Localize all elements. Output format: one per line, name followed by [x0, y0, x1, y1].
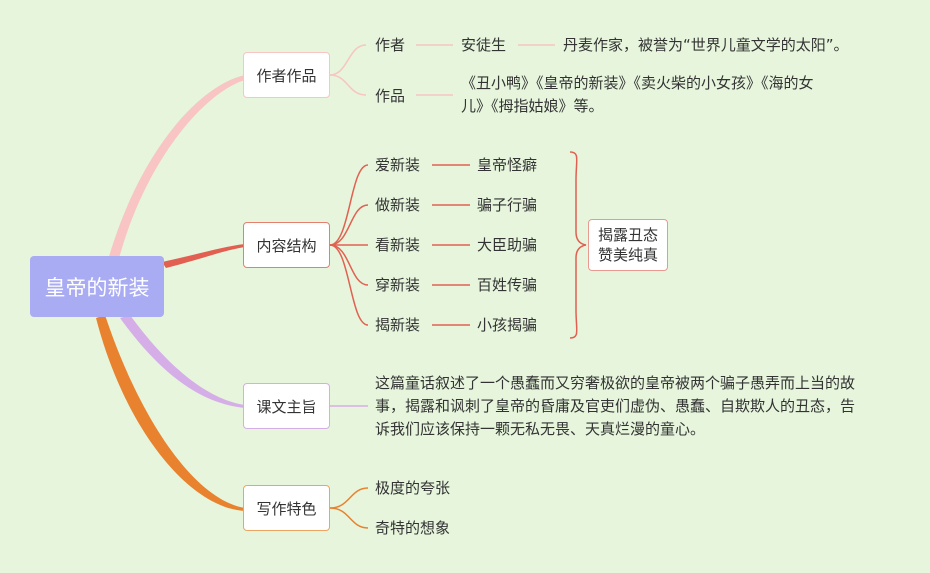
connector-author: [329, 44, 367, 76]
structure-right-5[interactable]: 小孩揭骗: [477, 316, 538, 334]
summary-line-1: 揭露丑态: [597, 226, 658, 244]
theme-text[interactable]: 这篇童话叙述了一个愚蠢而又穷奢极欲的皇帝被两个骗子愚弄而上当的故 事，揭露和讽刺…: [375, 372, 895, 441]
works-line-1: 《丑小鸭》《皇帝的新装》《卖火柴的小女孩》《海的女: [461, 74, 814, 92]
branch-features: [96, 315, 245, 511]
works-list[interactable]: 《丑小鸭》《皇帝的新装》《卖火柴的小女孩》《海的女 儿》《拇指姑娘》等。: [461, 72, 871, 118]
root-topic[interactable]: 皇帝的新装: [30, 256, 164, 317]
works-line-2: 儿》《拇指姑娘》等。: [461, 97, 604, 115]
structure-right-1[interactable]: 皇帝怪癖: [477, 156, 538, 174]
summary-brace: [569, 151, 587, 339]
theme-line-1: 这篇童话叙述了一个愚蠢而又穷奢极欲的皇帝被两个骗子愚弄而上当的故: [375, 374, 856, 392]
connector-feature-1: [329, 487, 369, 509]
structure-left-2[interactable]: 做新装: [375, 196, 421, 214]
topic-theme[interactable]: 课文主旨: [243, 383, 330, 429]
branch-theme: [120, 315, 245, 408]
topic-features[interactable]: 写作特色: [243, 485, 330, 531]
structure-right-3[interactable]: 大臣助骗: [477, 236, 538, 254]
topic-author-work[interactable]: 作者作品: [243, 52, 330, 98]
branch-structure: [162, 244, 245, 268]
feature-1[interactable]: 极度的夸张: [375, 479, 451, 497]
structure-left-1[interactable]: 爱新装: [375, 156, 421, 174]
connector-works: [329, 74, 367, 96]
summary-line-2: 赞美纯真: [597, 246, 658, 264]
theme-line-2: 事，揭露和讽刺了皇帝的昏庸及官吏们虚伪、愚蠢、自欺欺人的丑态，告: [375, 397, 856, 415]
author-name[interactable]: 安徒生: [461, 36, 507, 54]
connector-feature-2: [329, 507, 369, 529]
branch-author-work: [108, 75, 245, 262]
works-label[interactable]: 作品: [375, 87, 406, 105]
structure-left-4[interactable]: 穿新装: [375, 276, 421, 294]
topic-structure[interactable]: 内容结构: [243, 222, 330, 268]
feature-2[interactable]: 奇特的想象: [375, 519, 451, 537]
structure-summary[interactable]: 揭露丑态 赞美纯真: [588, 219, 668, 271]
theme-line-3: 诉我们应该保持一颗无私无畏、天真烂漫的童心。: [375, 420, 706, 438]
structure-left-3[interactable]: 看新装: [375, 236, 421, 254]
structure-right-2[interactable]: 骗子行骗: [477, 196, 538, 214]
structure-right-4[interactable]: 百姓传骗: [477, 276, 538, 294]
structure-left-5[interactable]: 揭新装: [375, 316, 421, 334]
author-label[interactable]: 作者: [375, 36, 406, 54]
author-desc[interactable]: 丹麦作家，被誉为“世界儿童文学的太阳”。: [563, 36, 849, 54]
